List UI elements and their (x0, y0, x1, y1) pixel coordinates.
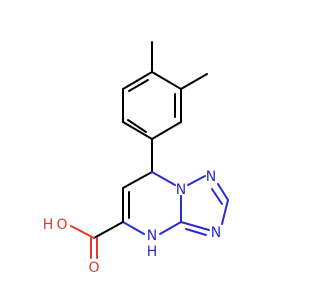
bond-n2-c2-double (211, 188, 223, 205)
bond-ring1-c (151, 121, 182, 140)
bond-c-oh (70, 225, 95, 239)
molecule-canvas: N N N N H H O O (43, 41, 229, 276)
bond-ring1-a (151, 71, 182, 90)
atom-n2: N (206, 169, 216, 185)
bond-ring1-d (122, 121, 153, 140)
bond-c7-n1 (151, 171, 176, 186)
bond-methyl-right (180, 73, 208, 90)
atom-n1: N (176, 182, 186, 198)
atom-hydroxyl-hydrogen: H (43, 217, 54, 233)
bond-n2-c2 (217, 183, 229, 201)
bond-ring1-f (122, 71, 153, 90)
bond-c5-carboxyl (93, 221, 124, 239)
atom-carbonyl-oxygen: O (88, 260, 99, 276)
bond-n3-c3a-double (185, 228, 207, 236)
atom-n3: N (211, 225, 221, 241)
bond-nh-c5 (122, 221, 145, 235)
bond-c3a-nh (159, 221, 182, 235)
bond-c2-n3 (221, 199, 229, 225)
bond-c7-c6 (122, 171, 153, 189)
atom-hydroxyl-oxygen: O (56, 217, 67, 233)
atom-nh-nitrogen: N (147, 228, 157, 244)
bond-n1-n2 (187, 175, 206, 186)
bond-n3-c3a (180, 221, 210, 231)
bond-ring1-double-2 (127, 119, 147, 133)
bond-ring1-double-3 (128, 79, 149, 92)
atom-nh-hydrogen: H (147, 244, 158, 260)
structure-diagram: N N N N H H O O (43, 41, 229, 276)
